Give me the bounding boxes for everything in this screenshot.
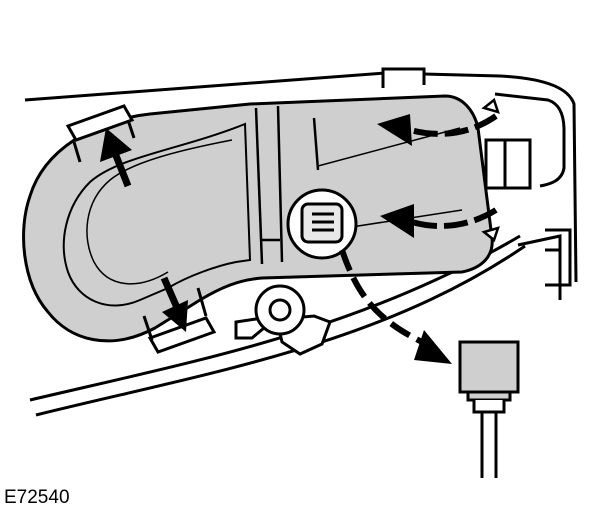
bulb-holder: [286, 188, 358, 260]
mounting-bracket: [484, 138, 572, 287]
arrow-left-icon: [377, 113, 498, 146]
arrow-down-right-icon: [414, 330, 452, 364]
lower-retaining-clip: [142, 287, 217, 354]
right-edge-clips: [481, 97, 500, 243]
lamp-housing-inner-recess: [86, 139, 233, 285]
arrow-down-icon: [160, 276, 188, 332]
arrow-left-icon-lower: [380, 204, 498, 238]
lamp-housing-inner-contour: [62, 122, 252, 307]
housing-ribs: [254, 105, 320, 265]
body-panel-rear-edge: [517, 234, 562, 300]
figure-code: E72540: [4, 487, 70, 508]
locating-peg: [234, 284, 332, 356]
wiring-disconnect-path: [339, 249, 432, 349]
arrow-up-icon: [100, 128, 132, 188]
body-panel-inner-line: [494, 92, 566, 188]
upper-retaining-clip: [65, 104, 136, 163]
electrical-connector: [458, 340, 520, 478]
body-panel-top-line: [24, 71, 578, 283]
body-top-tab: [381, 67, 426, 88]
body-panel: [24, 71, 578, 417]
body-panel-lower-line-inner: [35, 244, 526, 417]
